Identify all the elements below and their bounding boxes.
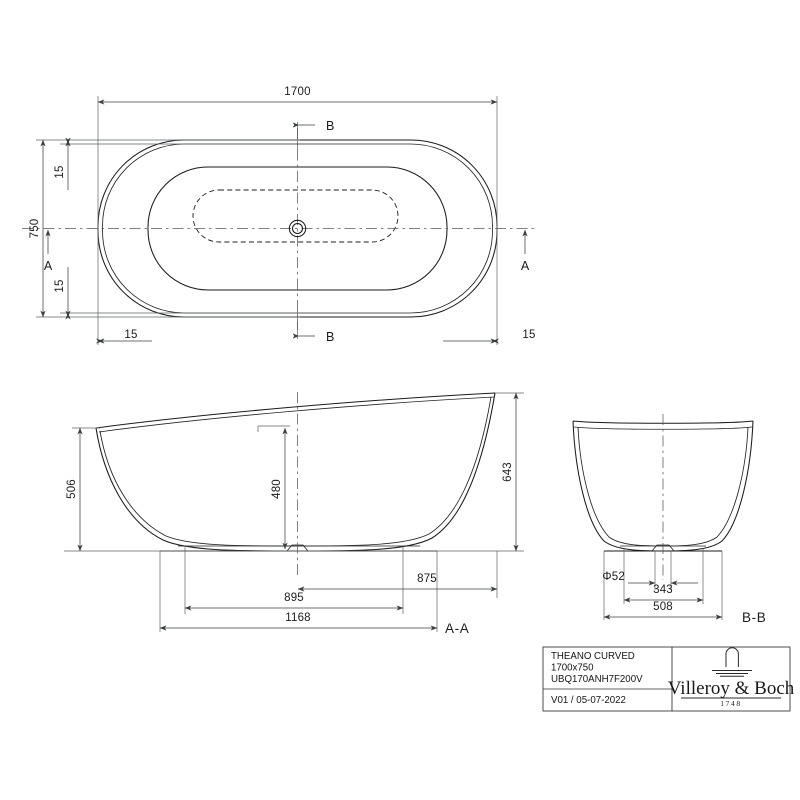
dimension-internal-depth-value: 480 xyxy=(271,479,283,499)
dimension-overall-width-value: 750 xyxy=(29,219,41,239)
dimension-inner-base-width-bb: 343 xyxy=(623,584,704,603)
section-aa-right-wall-inner xyxy=(296,396,492,547)
title-block-revision: V01 / 05-07-2022 xyxy=(551,695,626,706)
brand-wordmark: Villeroy & Boch xyxy=(668,678,795,699)
dimension-rim-bottom: 15 xyxy=(54,267,71,320)
section-aa-left-wall-inner xyxy=(99,430,298,547)
dimension-inner-base-width-bb-value: 343 xyxy=(653,584,673,596)
title-block: THEANO CURVED 1700x750 UBQ170ANH7F200V V… xyxy=(542,646,795,712)
section-bb-view-label: B-B xyxy=(742,610,766,625)
bath-base-hidden-outline xyxy=(192,189,399,243)
dimension-height-left-value: 506 xyxy=(66,479,78,499)
dimension-rim-right-value: 15 xyxy=(522,329,535,341)
section-mark-b-bottom-label: B xyxy=(326,330,334,344)
section-aa-view-label: A-A xyxy=(445,621,469,636)
brand-year: 1748 xyxy=(720,699,741,708)
title-block-article-code: UBQ170ANH7F200V xyxy=(551,674,643,685)
dimension-foot-offset-right: 875 xyxy=(297,573,498,592)
section-a-a: 506 643 480 875 895 xyxy=(64,392,524,636)
section-bb-right-wall-outer xyxy=(662,420,754,552)
section-aa-left-wall-outer xyxy=(95,427,298,552)
dimension-drain-diameter: Φ52 xyxy=(602,571,698,586)
dimension-rim-left-value: 15 xyxy=(124,329,137,341)
dimension-outer-base-width-bb: 508 xyxy=(603,601,723,620)
section-mark-b-bottom: B xyxy=(292,310,334,344)
dimension-inner-base-width-aa: 895 xyxy=(184,592,404,611)
section-aa-right-wall-outer xyxy=(296,392,496,552)
section-bb-rim-top-inner xyxy=(573,426,753,430)
title-block-frame xyxy=(542,646,791,712)
section-aa-rim-top xyxy=(95,392,496,429)
dimension-height-left: 506 xyxy=(66,427,100,552)
dimension-outer-base-width-aa: 1168 xyxy=(159,612,438,631)
dimension-height-right: 643 xyxy=(495,392,524,552)
dimension-overall-width: 750 xyxy=(29,139,46,318)
dimension-inner-base-width-aa-value: 895 xyxy=(284,592,304,604)
dimension-outer-base-width-bb-value: 508 xyxy=(653,601,673,613)
section-mark-b-top-label: B xyxy=(326,119,334,133)
title-block-product-name: THEANO CURVED xyxy=(551,651,635,662)
section-mark-a-left-label: A xyxy=(44,259,53,273)
section-mark-b-top: B xyxy=(292,119,334,150)
section-mark-a-right-label: A xyxy=(521,259,530,273)
arch-icon xyxy=(725,647,739,667)
title-block-size: 1700x750 xyxy=(551,663,594,674)
dimension-internal-depth: 480 xyxy=(257,425,290,550)
dimension-overall-length: 1700 xyxy=(97,86,498,105)
dimension-drain-diameter-value: Φ52 xyxy=(602,571,625,583)
villeroy-boch-logo: Villeroy & Boch 1748 xyxy=(668,647,795,708)
section-bb-left-wall-outer xyxy=(572,420,664,552)
dimension-rim-top-value: 15 xyxy=(54,165,66,178)
dimension-foot-offset-right-value: 875 xyxy=(417,573,437,585)
dimension-height-right-value: 643 xyxy=(502,462,514,482)
section-bb-right-wall-inner xyxy=(662,426,749,547)
dimension-rim-right: 15 xyxy=(443,329,535,344)
section-b-b: Φ52 343 508 B-B xyxy=(572,414,766,625)
section-aa-rim-top-inner xyxy=(98,396,495,433)
dimension-outer-base-width-aa-value: 1168 xyxy=(285,612,311,624)
dimension-rim-left: 15 xyxy=(96,329,152,344)
top-plan-view: 1700 750 15 15 15 xyxy=(22,86,536,345)
section-mark-a-right: A xyxy=(521,229,530,273)
section-mark-a-left: A xyxy=(44,229,53,273)
dimension-rim-top: 15 xyxy=(54,137,71,190)
dimension-overall-length-value: 1700 xyxy=(284,86,310,98)
section-bb-rim-top xyxy=(572,420,754,424)
drain-outlet xyxy=(288,219,307,238)
dimension-rim-bottom-value: 15 xyxy=(54,279,66,292)
section-bb-left-wall-inner xyxy=(577,426,664,547)
